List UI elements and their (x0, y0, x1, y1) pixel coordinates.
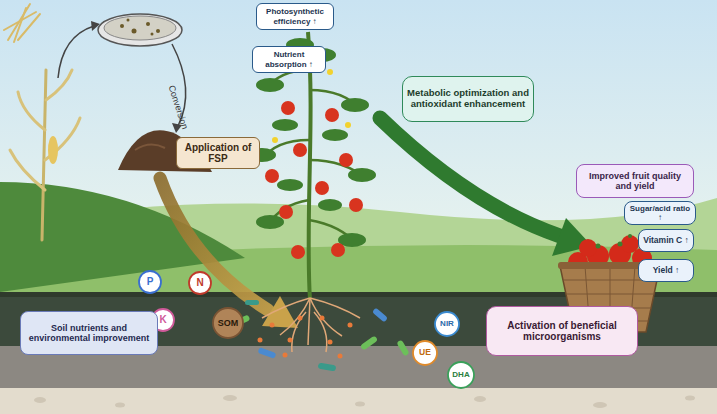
nutrient-circle: N (188, 271, 212, 295)
nutrient-circle: UE (412, 340, 438, 366)
node-text: Sugar/acid ratio ↑ (629, 204, 691, 222)
node-text: DHA (452, 370, 469, 379)
node-text: Metabolic optimization and antioxidant e… (407, 88, 529, 110)
nutrient-circle: SOM (212, 307, 244, 339)
nutrient-circle: NIR (434, 311, 460, 337)
label-box: Improved fruit quality and yield (576, 164, 694, 198)
node-text: Yield ↑ (653, 266, 680, 276)
node-text: Photosynthetic efficiency ↑ (261, 7, 329, 25)
circle-shape (139, 271, 161, 293)
node-text: K (159, 314, 166, 326)
label-box: Activation of beneficial microorganisms (486, 306, 638, 356)
node-text: Application of FSP (181, 142, 255, 165)
node-text: Soil nutrients and environmental improve… (25, 323, 153, 344)
label-box: Vitamin C ↑ (638, 229, 694, 252)
node-text: Activation of beneficial microorganisms (491, 320, 633, 343)
node-text: NIR (440, 319, 454, 328)
nutrient-circle: P (138, 270, 162, 294)
node-text: Nutrient absorption ↑ (257, 50, 321, 68)
label-box: Nutrient absorption ↑ (252, 46, 326, 73)
circle-shape (213, 308, 243, 338)
node-text: UE (419, 348, 431, 358)
circle-shape (189, 272, 211, 294)
label-box: Application of FSP (176, 137, 260, 169)
label-box: Metabolic optimization and antioxidant e… (402, 76, 534, 122)
label-box: Soil nutrients and environmental improve… (20, 311, 158, 355)
circle-shape (448, 362, 474, 388)
circle-shape (435, 312, 459, 336)
label-box: Photosynthetic efficiency ↑ (256, 3, 334, 30)
node-text: SOM (218, 318, 239, 328)
circle-shape (413, 341, 437, 365)
node-text: N (196, 277, 203, 289)
node-text: Vitamin C ↑ (643, 236, 689, 246)
nutrient-circle: DHA (447, 361, 475, 389)
label-box: Sugar/acid ratio ↑ (624, 201, 696, 225)
label-box: Yield ↑ (638, 259, 694, 282)
node-text: P (147, 276, 154, 288)
node-text: Improved fruit quality and yield (581, 171, 689, 192)
